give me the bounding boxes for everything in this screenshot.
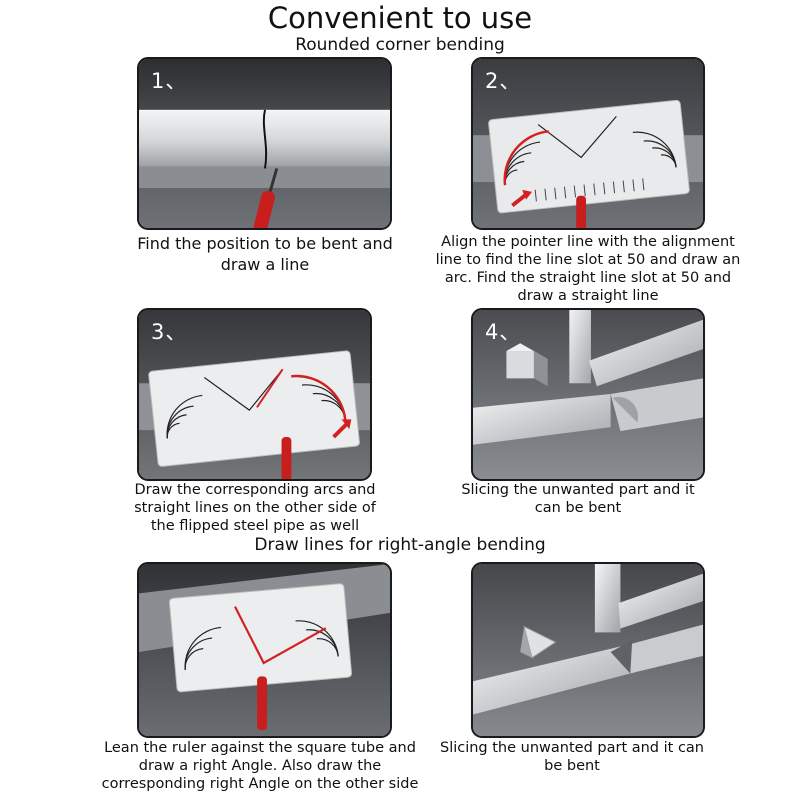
- step-3-caption: Draw the corresponding arcs and straight…: [134, 482, 376, 534]
- right-angle-step-2-caption: Slicing the unwanted part and it can be …: [439, 740, 704, 774]
- right-angle-step-2-illustration: [473, 564, 703, 736]
- step-2-caption: Align the pointer line with the alignmen…: [435, 234, 741, 304]
- step-1-image: 1、: [137, 57, 392, 230]
- step-2-illustration: [473, 59, 703, 228]
- step-3-image: 3、: [137, 308, 372, 481]
- right-angle-step-1-caption: Lean the ruler against the square tube a…: [101, 740, 419, 792]
- step-4-caption: Slicing the unwanted part and it can be …: [461, 482, 695, 516]
- step-1-caption: Find the position to be bent and draw a …: [137, 234, 393, 274]
- right-angle-step-2-image: [471, 562, 705, 738]
- step-2-image: 2、: [471, 57, 705, 230]
- step-4-image: 4、: [471, 308, 705, 481]
- step-3-illustration: [139, 310, 370, 479]
- right-angle-step-1-illustration: [139, 564, 390, 736]
- right-angle-step-1-image: [137, 562, 392, 738]
- page-title: Convenient to use: [267, 1, 533, 35]
- step-1-illustration: [139, 59, 390, 228]
- section-heading-rounded: Rounded corner bending: [295, 35, 505, 55]
- step-1-number: 1、: [151, 69, 188, 93]
- step-3-number: 3、: [151, 320, 188, 344]
- step-2-number: 2、: [485, 69, 522, 93]
- step-4-number: 4、: [485, 320, 522, 344]
- section-heading-right-angle: Draw lines for right-angle bending: [254, 535, 546, 555]
- step-4-illustration: [473, 310, 703, 479]
